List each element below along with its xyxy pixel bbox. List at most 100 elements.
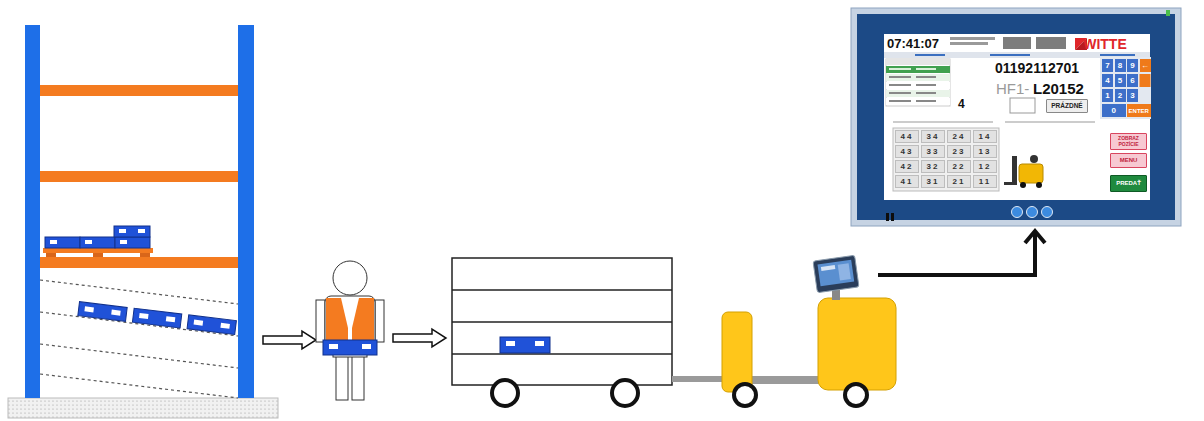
forklift-driver <box>1030 155 1038 163</box>
small-text-line <box>889 84 911 86</box>
keypad-key: 7 <box>1102 59 1113 72</box>
cart-shelf <box>452 353 672 355</box>
top-button <box>1003 37 1031 49</box>
crate-handle <box>506 341 515 346</box>
storage-rack <box>8 25 278 418</box>
tugger-base <box>750 376 822 384</box>
crate-handle <box>194 320 204 326</box>
table-row <box>886 74 950 81</box>
terminal-bezel <box>813 255 859 293</box>
power-led <box>1166 10 1170 16</box>
button-label: PRÁZDNÉ <box>1051 103 1082 110</box>
keypad-key <box>1140 74 1151 87</box>
crate-handle <box>220 323 230 329</box>
nav-icon <box>1027 207 1038 218</box>
location-cell: 43 <box>895 145 919 158</box>
worker-arm <box>375 300 384 342</box>
crate-handle <box>329 344 338 349</box>
shelf-cart <box>452 258 672 406</box>
worker-head <box>333 261 367 295</box>
small-text-line <box>1005 121 1095 123</box>
small-text-line <box>916 92 936 94</box>
keypad-key: 3 <box>1127 89 1138 102</box>
location-cell: 41 <box>895 175 919 188</box>
table-row-active <box>886 66 950 73</box>
order-number: 01192112701 <box>995 61 1079 76</box>
location-cell: 44 <box>895 130 919 143</box>
worker-leg <box>336 356 348 400</box>
forklift-mast <box>1012 156 1017 185</box>
rack-beam <box>40 85 238 96</box>
table-row <box>886 98 950 105</box>
flow-arrow <box>263 331 316 349</box>
brand-name: WITTE <box>1083 37 1127 52</box>
keypad-key: 1 <box>1102 89 1113 102</box>
crate-handle <box>166 316 176 322</box>
pallet-block <box>46 253 56 257</box>
safety-vest <box>326 298 348 345</box>
small-text-line <box>915 54 945 56</box>
lane-crates <box>78 302 237 335</box>
location-grid <box>893 128 999 191</box>
send-button: PREDAŤ <box>1110 175 1147 192</box>
table-header <box>886 59 950 65</box>
flow-arrow <box>393 329 446 347</box>
button-label: MENU <box>1120 157 1138 163</box>
keypad-key: ENTER <box>1127 104 1151 117</box>
crate-handle <box>84 306 94 312</box>
menu-button: MENU <box>1110 153 1147 168</box>
crate <box>80 237 115 248</box>
position-button: ZOBRAZ POZÍCIE <box>1110 133 1147 150</box>
quantity-value: 4 <box>958 98 965 111</box>
crate-handle <box>85 240 92 244</box>
small-text-line <box>916 68 936 70</box>
rack-upright <box>238 25 254 398</box>
monitor-frame <box>851 8 1181 226</box>
crate-handle <box>120 240 127 244</box>
tugger-body <box>818 298 896 390</box>
terminal-ui-bar <box>821 265 835 271</box>
cart-frame <box>452 258 672 385</box>
forklift-body <box>1019 164 1043 183</box>
brand-logo: WITTE <box>1075 36 1135 52</box>
nav-icon <box>1042 207 1053 218</box>
crate-handle <box>138 229 145 233</box>
location-cell: 11 <box>973 175 997 188</box>
safety-vest <box>352 298 374 345</box>
worker-leg <box>352 356 364 400</box>
pallet-block <box>140 253 150 257</box>
forklift-fork <box>1004 182 1016 185</box>
keypad-key: ← <box>1140 59 1151 72</box>
keypad-panel <box>1100 57 1151 119</box>
route-prefix: HF1- <box>996 81 1029 97</box>
small-text-line <box>889 76 911 78</box>
keypad-key: 9 <box>1127 59 1138 72</box>
pallet <box>43 248 153 253</box>
flow-lane <box>40 344 238 368</box>
flow-lane <box>40 374 238 398</box>
location-cell: 21 <box>947 175 971 188</box>
top-button <box>1036 37 1066 49</box>
small-text-line <box>916 84 936 86</box>
crate <box>132 308 181 328</box>
worker-torso <box>325 296 375 346</box>
location-cell: 23 <box>947 145 971 158</box>
monitor-bezel <box>857 14 1175 220</box>
cart-shelf <box>452 321 672 323</box>
keypad-key: 0 <box>1102 104 1126 117</box>
keypad-key: 5 <box>1115 74 1126 87</box>
keypad-key: 4 <box>1102 74 1113 87</box>
worker-figure <box>316 261 384 400</box>
rack-beam <box>40 257 238 268</box>
rack-beam <box>40 171 238 182</box>
forklift-wheel <box>1036 182 1042 188</box>
floor <box>8 398 278 418</box>
small-text-line <box>916 76 936 78</box>
tugger-mast <box>722 312 752 392</box>
tugger-wheel <box>845 384 867 406</box>
location-cell: 32 <box>921 160 945 173</box>
small-text-line <box>950 37 995 40</box>
clear-button: PRÁZDNÉ <box>1046 99 1088 113</box>
data-link-line <box>878 233 1035 275</box>
cart-wheel <box>492 380 518 406</box>
